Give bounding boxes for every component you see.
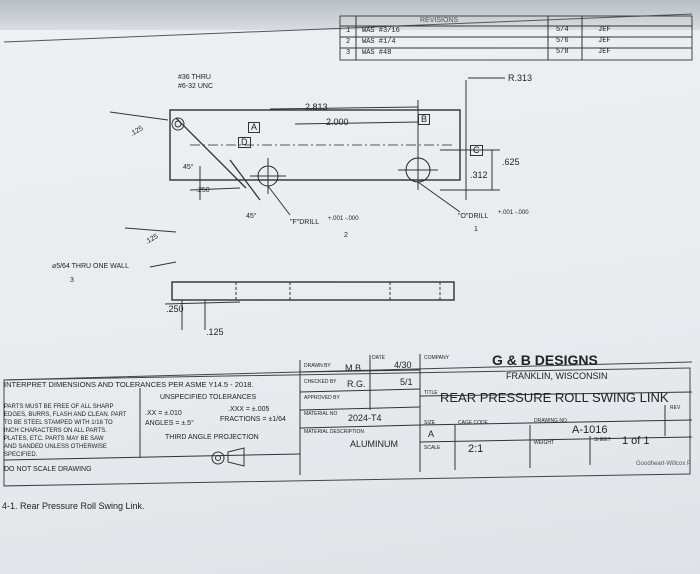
datum-c: C — [470, 145, 483, 156]
drawing-no-label: DRAWING NO. — [534, 418, 569, 424]
tol-fractions: FRACTIONS = ±1/64 — [220, 416, 286, 423]
drawing-title: REAR PRESSURE ROLL SWING LINK — [440, 390, 669, 405]
scale-label: SCALE — [424, 445, 441, 451]
dim-2813: 2.813 — [305, 102, 328, 112]
unspecified-tolerances: UNSPECIFIED TOLERANCES — [160, 394, 257, 401]
rev-3-approved: JEF — [598, 48, 611, 56]
sheet-value: 1 of 1 — [622, 435, 650, 447]
rev-2-description: WAS #1/4 — [362, 38, 396, 46]
date-label: DATE — [372, 355, 385, 361]
checked-date: 5/1 — [400, 377, 413, 387]
rev-3-number: 3 — [346, 49, 351, 57]
rev-1-description: WAS #3/16 — [362, 27, 400, 35]
note-line-2: EDGES, BURRS, FLASH AND CLEAN. PART — [4, 412, 127, 418]
company-name: G & B DESIGNS — [492, 352, 598, 368]
weight-label: WEIGHT — [534, 440, 554, 446]
checked-by-label: CHECKED BY — [304, 379, 337, 385]
dim-125-b: .125 — [206, 327, 224, 337]
scale-value: 2:1 — [468, 443, 484, 455]
dim-312: .312 — [470, 170, 488, 180]
projection-label: THIRD ANGLE PROJECTION — [165, 434, 259, 441]
note-line-6: AND SANDED UNLESS OTHERWISE — [4, 444, 107, 450]
rev-label: REV — [670, 405, 681, 411]
publisher-credit: Goodheart-Willcox P — [636, 461, 692, 467]
paper-edge — [0, 0, 700, 30]
rev-1-date: 5/4 — [556, 26, 569, 34]
datum-a: A — [248, 122, 261, 133]
rev-2-date: 5/6 — [556, 37, 569, 45]
company-label: COMPANY — [424, 355, 449, 361]
cage-code-label: CAGE CODE — [458, 420, 489, 426]
note-line-5: PLATES, ETC. PARTS MAY BE SAW — [4, 436, 104, 442]
dim-r313: R.313 — [508, 73, 533, 83]
rev-2-number: 2 — [346, 38, 351, 46]
o-drill-tolerance: +.001 -.000 — [498, 210, 529, 216]
rev-2-approved: JEF — [598, 37, 611, 45]
dim-45-a: 45° — [183, 164, 194, 171]
datum-d: D — [238, 137, 251, 148]
material-no-label: MATERIAL NO — [304, 411, 338, 417]
f-drill-tolerance: +.001 -.000 — [328, 216, 359, 222]
rev-1-approved: JEF — [598, 26, 611, 34]
drawing-no-value: A-1016 — [572, 424, 608, 436]
size-value: A — [428, 429, 435, 439]
o-drill-note: "O"DRILL — [458, 213, 489, 220]
rev-1-number: 1 — [346, 27, 351, 35]
size-label: SIZE — [424, 420, 436, 426]
rev-3-date: 5/8 — [556, 48, 569, 56]
hole-note-line1: #36 THRU — [178, 74, 211, 81]
approved-by-label: APPROVED BY — [304, 395, 340, 401]
material-desc-label: MATERIAL DESCRIPTION — [304, 429, 365, 435]
flag-note-1: 1 — [474, 226, 478, 233]
note-line-7: SPECIFIED. — [4, 452, 38, 458]
drawn-by-label: DRAWN BY — [304, 363, 331, 369]
dim-250-a: .250 — [196, 187, 210, 194]
material-desc-value: ALUMINUM — [350, 439, 399, 449]
thru-wall-note: ⌀5/64 THRU ONE WALL — [52, 263, 129, 270]
f-drill-note: "F"DRILL — [290, 219, 320, 226]
material-no-value: 2024-T4 — [348, 413, 382, 423]
drawn-by-value: M.B. — [345, 363, 364, 373]
sheet-label: SHEET — [594, 437, 611, 443]
drawn-date: 4/30 — [394, 360, 412, 370]
tol-xx: .XX = ±.010 — [145, 410, 182, 417]
figure-caption: 4-1. Rear Pressure Roll Swing Link. — [2, 501, 145, 511]
note-line-4: INCH CHARACTERS ON ALL PARTS. — [4, 428, 107, 434]
rev-3-description: WAS #48 — [362, 49, 392, 57]
hole-note-line2: #6-32 UNC — [178, 83, 214, 90]
flag-note-3: 3 — [70, 277, 74, 284]
title-label: TITLE — [424, 390, 438, 396]
note-line-1: PARTS MUST BE FREE OF ALL SHARP — [4, 404, 114, 410]
note-line-3: TO BE STEEL STAMPED WITH 1/16 TO — [4, 420, 113, 426]
dim-250-b: .250 — [166, 304, 184, 314]
revisions-header: REVISIONS — [420, 17, 459, 24]
tol-angles: ANGLES = ±.5° — [145, 420, 194, 427]
flag-note-2: 2 — [344, 232, 348, 239]
company-location: FRANKLIN, WISCONSIN — [506, 371, 608, 381]
checked-by-value: R.G. — [347, 379, 366, 389]
dim-45-b: 45° — [246, 213, 257, 220]
tol-xxx: .XXX = ±.005 — [228, 406, 270, 413]
do-not-scale: DO NOT SCALE DRAWING — [4, 466, 92, 473]
dim-2000: 2.000 — [326, 117, 349, 127]
dim-625: .625 — [502, 157, 520, 167]
datum-b: B — [418, 114, 431, 125]
interpret-note: INTERPRET DIMENSIONS AND TOLERANCES PER … — [4, 380, 254, 389]
